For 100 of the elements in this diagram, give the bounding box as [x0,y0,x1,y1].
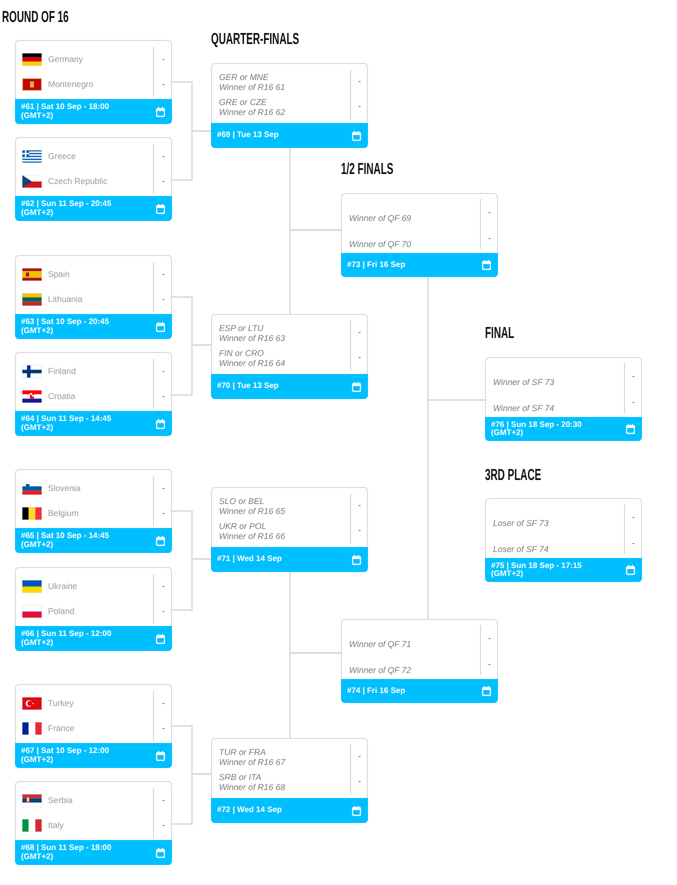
match-date: #68 | Sun 11 Sep - 18:00 (GMT+2) [21,844,112,861]
score: - [632,371,635,381]
score: - [162,795,165,805]
match-date: #72 | Wed 14 Sep [217,806,282,815]
team-name: Slovenia [48,483,81,493]
team-name: Italy [48,820,64,830]
score: - [162,820,165,830]
score: - [162,391,165,401]
qualifier-label: Winner of R16 67 [219,757,286,767]
round-heading: ROUND OF 16 [2,10,69,26]
match-card [485,498,642,582]
round-heading: 1/2 FINALS [341,162,394,178]
score: - [162,366,165,376]
match-card [15,684,172,768]
score: - [162,294,165,304]
match-date: #64 | Sun 11 Sep - 14:45 (GMT+2) [21,415,112,432]
qualifier-label: Winner of R16 68 [219,782,286,792]
qualifier-label: Winner of QF 69 [349,213,412,223]
match-card [485,357,642,441]
qualifier-label: Winner of R16 61 [219,82,286,92]
team-name: Montenegro [48,79,94,89]
team-name: Lithuania [48,294,83,304]
round-heading: QUARTER-FINALS [211,32,300,48]
score: - [162,581,165,591]
score: - [162,606,165,616]
match-date: #67 | Sat 10 Sep - 12:00 (GMT+2) [21,747,110,764]
match-card [341,619,498,703]
qualifier-label: Loser of SF 73 [493,518,549,528]
qualifier-label: Winner of R16 63 [219,333,286,343]
score: - [162,698,165,708]
score: - [488,633,491,643]
team-name: Belgium [48,508,79,518]
score: - [488,207,491,217]
qualifier-label: Winner of R16 64 [219,358,286,368]
team-name: Croatia [48,391,76,401]
score: - [358,76,361,86]
score: - [358,776,361,786]
match-card [15,352,172,436]
match-card [211,487,368,572]
score: - [488,659,491,669]
score: - [162,269,165,279]
score: - [632,512,635,522]
team-name: France [48,723,74,733]
score: - [632,397,635,407]
score: - [162,483,165,493]
score: - [358,525,361,535]
match-card [15,567,172,651]
matchup-label: GRE or CZE [219,97,267,107]
match-card [15,40,172,124]
round-heading: FINAL [485,326,514,342]
matchup-label: SRB or ITA [219,772,262,782]
score: - [162,151,165,161]
score: - [358,352,361,362]
qualifier-label: Winner of QF 72 [349,665,412,675]
team-name: Finland [48,366,76,376]
score: - [162,723,165,733]
team-name: Greece [48,151,76,161]
match-date: #73 | Fri 16 Sep [347,260,406,270]
match-card [211,738,368,823]
matchup-label: UKR or POL [219,521,266,531]
qualifier-label: Winner of QF 70 [349,239,412,249]
match-card [15,469,172,553]
matchup-label: TUR or FRA [219,747,266,757]
match-date: #74 | Fri 16 Sep [347,686,406,696]
score: - [162,79,165,89]
match-date: #69 | Tue 13 Sep [217,131,279,140]
match-date: #61 | Sat 10 Sep - 18:00 (GMT+2) [21,103,110,120]
match-date: #75 | Sun 18 Sep - 17:15 (GMT+2) [491,562,583,578]
match-date: #70 | Tue 13 Sep [217,382,279,391]
team-name: Turkey [48,698,74,708]
matchup-label: SLO or BEL [219,496,264,506]
match-date: #76 | Sun 18 Sep - 20:30 (GMT+2) [491,420,583,438]
match-card [211,63,368,148]
match-date: #62 | Sun 11 Sep - 20:45 (GMT+2) [21,200,112,217]
connector-line [172,773,211,825]
match-date: #71 | Wed 14 Sep [217,555,282,564]
connector-line [289,652,341,738]
qualifier-label: Winner of R16 65 [219,506,286,516]
qualifier-label: Winner of R16 66 [219,531,286,541]
match-card [15,781,172,865]
match-card [15,137,172,221]
team-name: Ukraine [48,581,78,591]
score: - [358,751,361,761]
connector-line [289,229,341,314]
connector-line [172,558,211,611]
score: - [358,327,361,337]
matchup-label: GER or MNE [219,72,269,82]
connector-line [172,344,211,396]
matchup-label: FIN or CRO [219,348,264,358]
qualifier-label: Winner of SF 73 [493,377,554,387]
match-card [341,193,498,277]
score: - [358,101,361,111]
score: - [358,500,361,510]
score: - [162,54,165,64]
score: - [162,508,165,518]
qualifier-label: Winner of SF 74 [493,403,554,413]
team-name: Poland [48,606,74,616]
match-card [15,255,172,339]
team-name: Serbia [48,795,73,805]
score: - [162,176,165,186]
